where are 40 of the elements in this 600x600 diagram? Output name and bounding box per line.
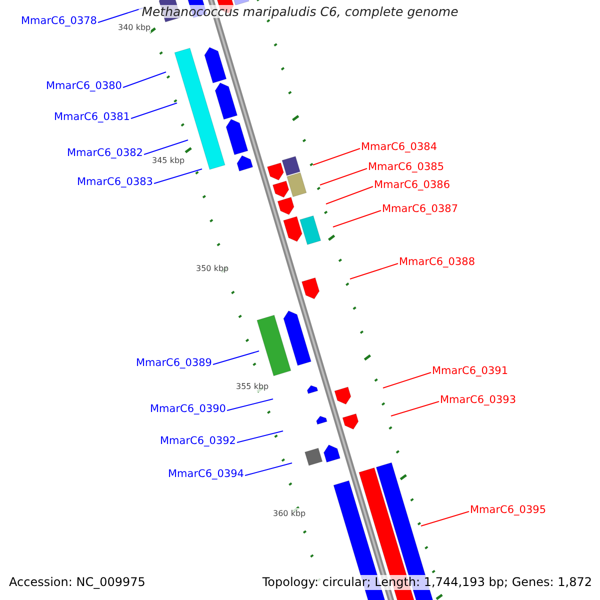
scale-label: 355 kbp bbox=[236, 381, 269, 392]
gene-label: MmarC6_0383 bbox=[76, 176, 153, 189]
gene-label: MmarC6_0378 bbox=[20, 15, 97, 28]
leader-line bbox=[226, 398, 274, 411]
gene-label: MmarC6_0394 bbox=[168, 468, 244, 481]
gene-label: MmarC6_0388 bbox=[399, 256, 476, 269]
genome-summary-note: Topology: circular; Length: 1,744,193 bp; Genes: 1,872 bbox=[262, 575, 592, 590]
gene-label: MmarC6_0392 bbox=[160, 435, 236, 448]
leader-line bbox=[130, 102, 178, 119]
leader-line bbox=[154, 168, 202, 184]
leader-line bbox=[122, 72, 166, 88]
gene-label: MmarC6_0389 bbox=[136, 357, 212, 370]
gene-label: MmarC6_0382 bbox=[66, 147, 143, 160]
gene-label: MmarC6_0386 bbox=[374, 179, 450, 192]
leader-line bbox=[144, 140, 188, 155]
leader-line bbox=[420, 511, 470, 526]
leader-line bbox=[320, 168, 368, 186]
gene-label: MmarC6_0391 bbox=[432, 365, 508, 378]
scale-label: 345 kbp bbox=[152, 155, 185, 166]
leader-line bbox=[350, 263, 398, 280]
gene-label: MmarC6_0393 bbox=[440, 394, 516, 407]
gene-label: MmarC6_0384 bbox=[361, 141, 438, 154]
leader-line bbox=[332, 210, 382, 228]
gene-label: MmarC6_0380 bbox=[46, 80, 122, 93]
scale-label: 360 kbp bbox=[273, 508, 306, 519]
accession-note: Accession: NC_009975 bbox=[9, 575, 146, 590]
scale-label: 340 kbp bbox=[118, 22, 151, 33]
gene-label: MmarC6_0385 bbox=[368, 161, 444, 174]
gene-label: MmarC6_0387 bbox=[382, 203, 458, 216]
scale-label: 350 kbp bbox=[196, 263, 229, 274]
gene-label: MmarC6_0395 bbox=[470, 504, 546, 517]
leader-line bbox=[212, 350, 260, 365]
leader-line bbox=[382, 372, 432, 388]
leader-line bbox=[312, 148, 360, 166]
leader-line bbox=[390, 401, 440, 416]
gene-label: MmarC6_0390 bbox=[150, 403, 226, 416]
leader-line bbox=[236, 430, 284, 443]
leader-line bbox=[244, 462, 292, 476]
leader-line bbox=[326, 186, 374, 204]
gene-label: MmarC6_0381 bbox=[54, 111, 130, 124]
